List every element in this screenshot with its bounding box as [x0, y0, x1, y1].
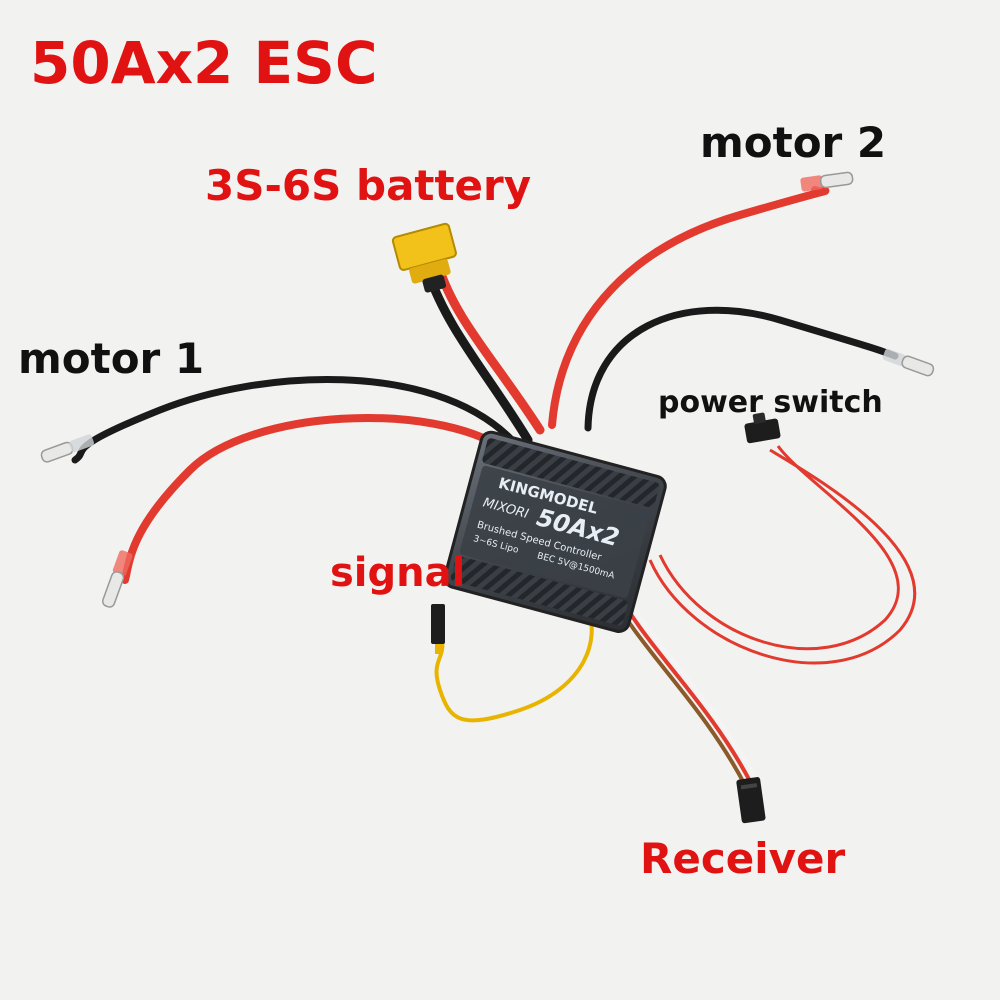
- motor-1-wires: [71, 376, 514, 584]
- motor-2-label: motor 2: [700, 118, 887, 167]
- power-switch-plug: [744, 412, 781, 444]
- motor-2-terminal-black: [882, 348, 935, 377]
- signal-connector: [431, 604, 445, 654]
- battery-label: 3S-6S battery: [205, 161, 532, 210]
- power-switch-wires: [648, 445, 917, 665]
- power-switch-label: power switch: [658, 385, 883, 420]
- signal-label: signal: [330, 550, 466, 596]
- motor-2-wires: [548, 186, 899, 432]
- receiver-label: Receiver: [640, 834, 846, 883]
- motor-2-terminal-red: [800, 171, 854, 192]
- signal-wire: [434, 588, 594, 723]
- receiver-plug: [736, 777, 766, 824]
- title-label: 50Ax2 ESC: [30, 29, 378, 97]
- motor-1-terminal-black: [40, 434, 95, 463]
- motor-1-label: motor 1: [18, 334, 205, 383]
- motor-1-terminal-red: [101, 550, 133, 608]
- xt60-connector: [391, 222, 457, 293]
- esc-body: KINGMODEL MIXORI 50Ax2 Brushed Speed Con…: [443, 430, 667, 633]
